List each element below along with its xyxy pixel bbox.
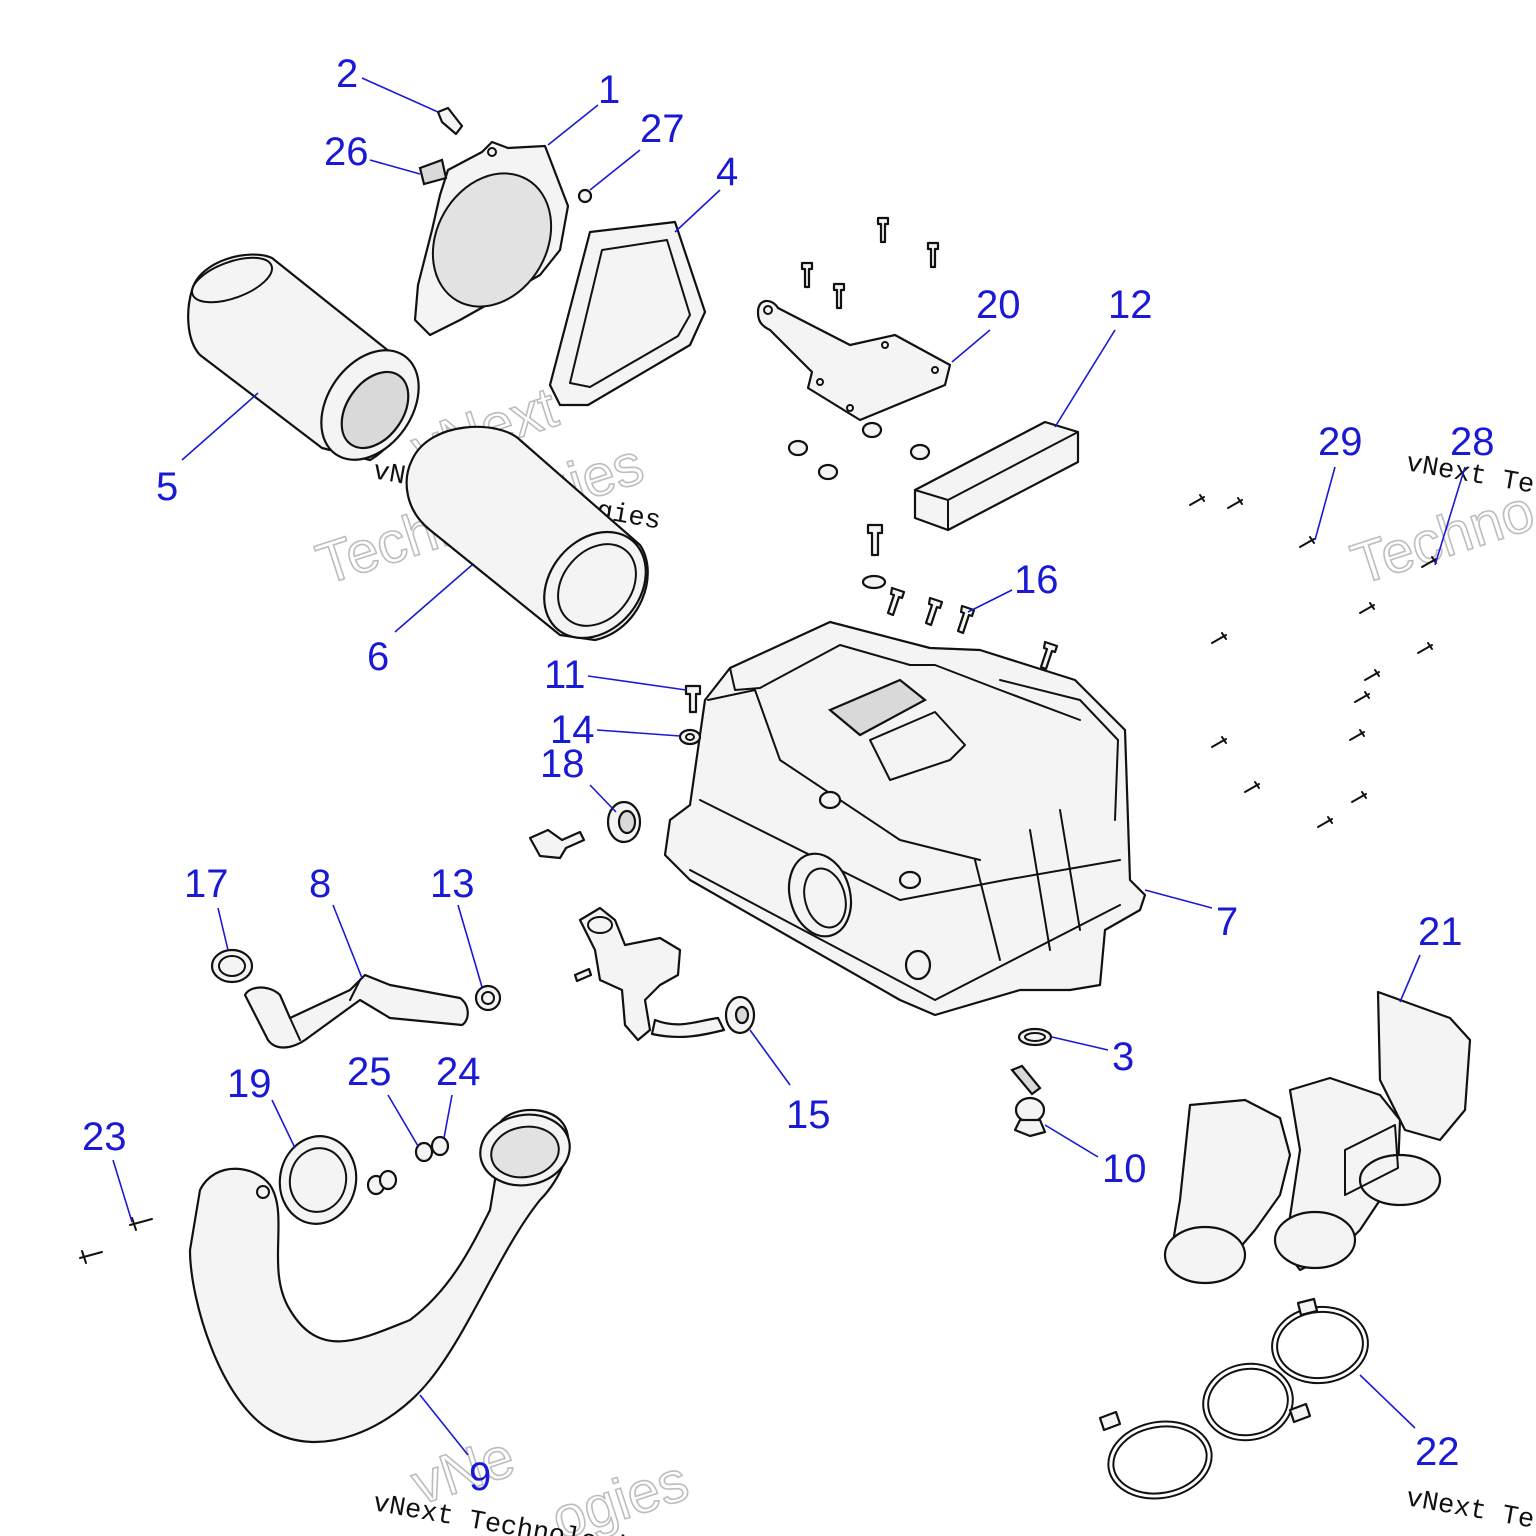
callout-12: 12 xyxy=(1108,283,1153,327)
callout-9: 9 xyxy=(469,1455,491,1499)
callout-26: 26 xyxy=(324,130,369,174)
part-6-prefilter-sleeve xyxy=(405,425,649,642)
part-24-25-washers xyxy=(366,1135,450,1196)
callout-labels: 1 2 3 4 5 6 7 8 9 10 11 12 13 14 15 16 1… xyxy=(82,52,1495,1499)
part-22-hose-clamps xyxy=(1098,1297,1369,1500)
grommets-bracket xyxy=(787,421,931,481)
part-2-pin xyxy=(436,106,464,136)
watermark-bottom: vNe ogies vNext Technologies vNext Te xyxy=(370,1423,1536,1536)
callout-5: 5 xyxy=(156,465,178,509)
callout-19: 19 xyxy=(227,1062,272,1106)
part-13-clamp xyxy=(474,984,502,1012)
part-screw-washer-center xyxy=(861,523,887,590)
callout-2: 2 xyxy=(336,52,358,96)
part-23-screws xyxy=(79,1217,153,1264)
part-11-screw xyxy=(684,684,702,714)
callout-6: 6 xyxy=(367,635,389,679)
part-27-nut xyxy=(577,188,593,204)
part-16-screws xyxy=(886,586,1059,671)
part-7-airbox xyxy=(663,620,1147,1017)
part-17-clamp xyxy=(210,948,254,984)
callout-28: 28 xyxy=(1450,420,1495,464)
callout-7: 7 xyxy=(1216,900,1238,944)
callout-23: 23 xyxy=(82,1115,127,1159)
leader-lines xyxy=(112,77,1466,1456)
watermark-caption-bottom-right: vNext Te xyxy=(1403,1484,1536,1536)
part-8-hose xyxy=(243,973,469,1049)
screws-right-field xyxy=(1189,494,1437,828)
part-19-ring xyxy=(278,1135,358,1225)
part-4-gasket xyxy=(548,220,707,407)
callout-10: 10 xyxy=(1102,1147,1147,1191)
part-12-foam-block xyxy=(913,420,1080,532)
callout-20: 20 xyxy=(976,283,1021,327)
callout-8: 8 xyxy=(309,862,331,906)
callout-3: 3 xyxy=(1112,1035,1134,1079)
callout-16: 16 xyxy=(1014,558,1059,602)
callout-24: 24 xyxy=(436,1050,481,1094)
callout-11: 11 xyxy=(544,653,586,697)
part-sensor xyxy=(528,828,586,860)
part-3-oring xyxy=(1017,1027,1053,1047)
watermark-right: vNext Te Techno xyxy=(1343,449,1536,598)
callout-14: 14 xyxy=(550,708,595,752)
callout-29: 29 xyxy=(1318,420,1363,464)
part-20-bracket xyxy=(756,299,952,422)
part-26-clip xyxy=(418,158,448,186)
part-10-drain-valve xyxy=(1010,1064,1047,1138)
callout-17: 17 xyxy=(184,862,229,906)
part-1-cover-plate xyxy=(413,140,570,337)
callout-22: 22 xyxy=(1415,1430,1460,1474)
callout-1: 1 xyxy=(598,68,620,112)
callout-27: 27 xyxy=(640,107,685,151)
part-9-intake-duct xyxy=(188,1108,571,1444)
callout-21: 21 xyxy=(1418,910,1463,954)
watermark-company-partial: Techno xyxy=(1344,478,1536,598)
part-15-grommet xyxy=(724,995,756,1035)
part-5-air-filter xyxy=(187,253,420,462)
callout-4: 4 xyxy=(716,150,738,194)
callout-18: 18 xyxy=(540,742,585,786)
part-valve-assembly xyxy=(573,906,726,1042)
screws-bracket xyxy=(800,216,940,310)
part-21-intake-boots xyxy=(1163,990,1472,1285)
part-14-washer xyxy=(678,728,702,746)
callout-15: 15 xyxy=(786,1093,831,1137)
callout-25: 25 xyxy=(347,1050,392,1094)
callout-13: 13 xyxy=(430,862,475,906)
